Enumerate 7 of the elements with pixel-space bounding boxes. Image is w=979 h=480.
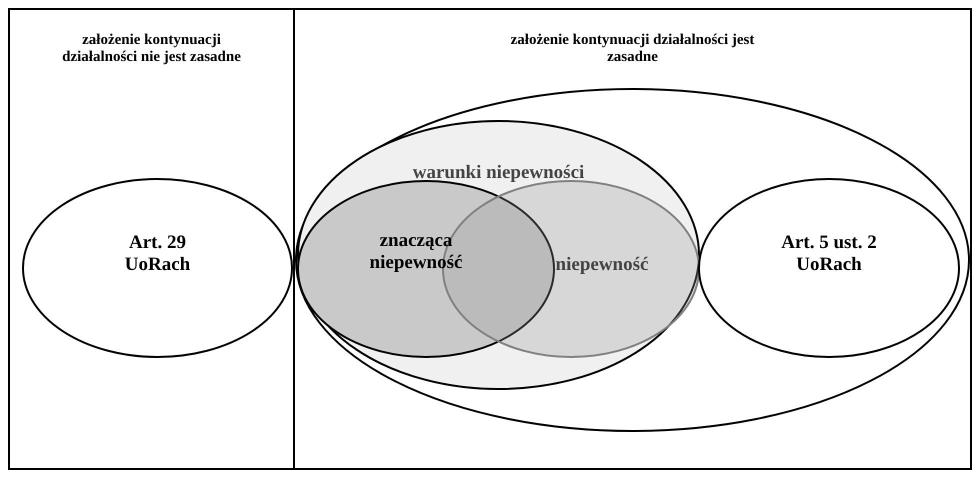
ellipse-label: Art. 29 UoRach [124,232,192,276]
panel-heading: założenie kontynuacji działalności jest zasadne [510,32,756,66]
ellipse-label: znacząca niepewność [368,230,464,274]
ellipse-label: warunki niepewności [412,162,584,184]
ellipse-label: niepewność [556,254,648,276]
panel-heading: założenie kontynuacji działalności nie jest zasadne [61,32,242,66]
ellipse-label: Art. 5 ust. 2 UoRach [780,232,878,276]
